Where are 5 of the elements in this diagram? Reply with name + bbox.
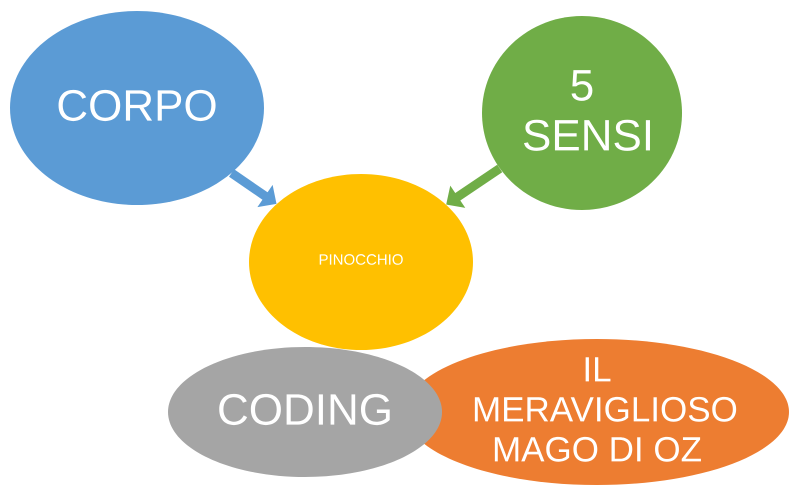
ellipse-node: PINOCCHIO [249, 174, 473, 350]
ellipse-node: IL MERAVIGLIOSO MAGO DI OZ [405, 339, 789, 485]
ellipse-node: 5 SENSI [482, 16, 682, 210]
ellipse-node: CORPO [10, 11, 264, 205]
ellipse-node: CODING [168, 347, 442, 477]
